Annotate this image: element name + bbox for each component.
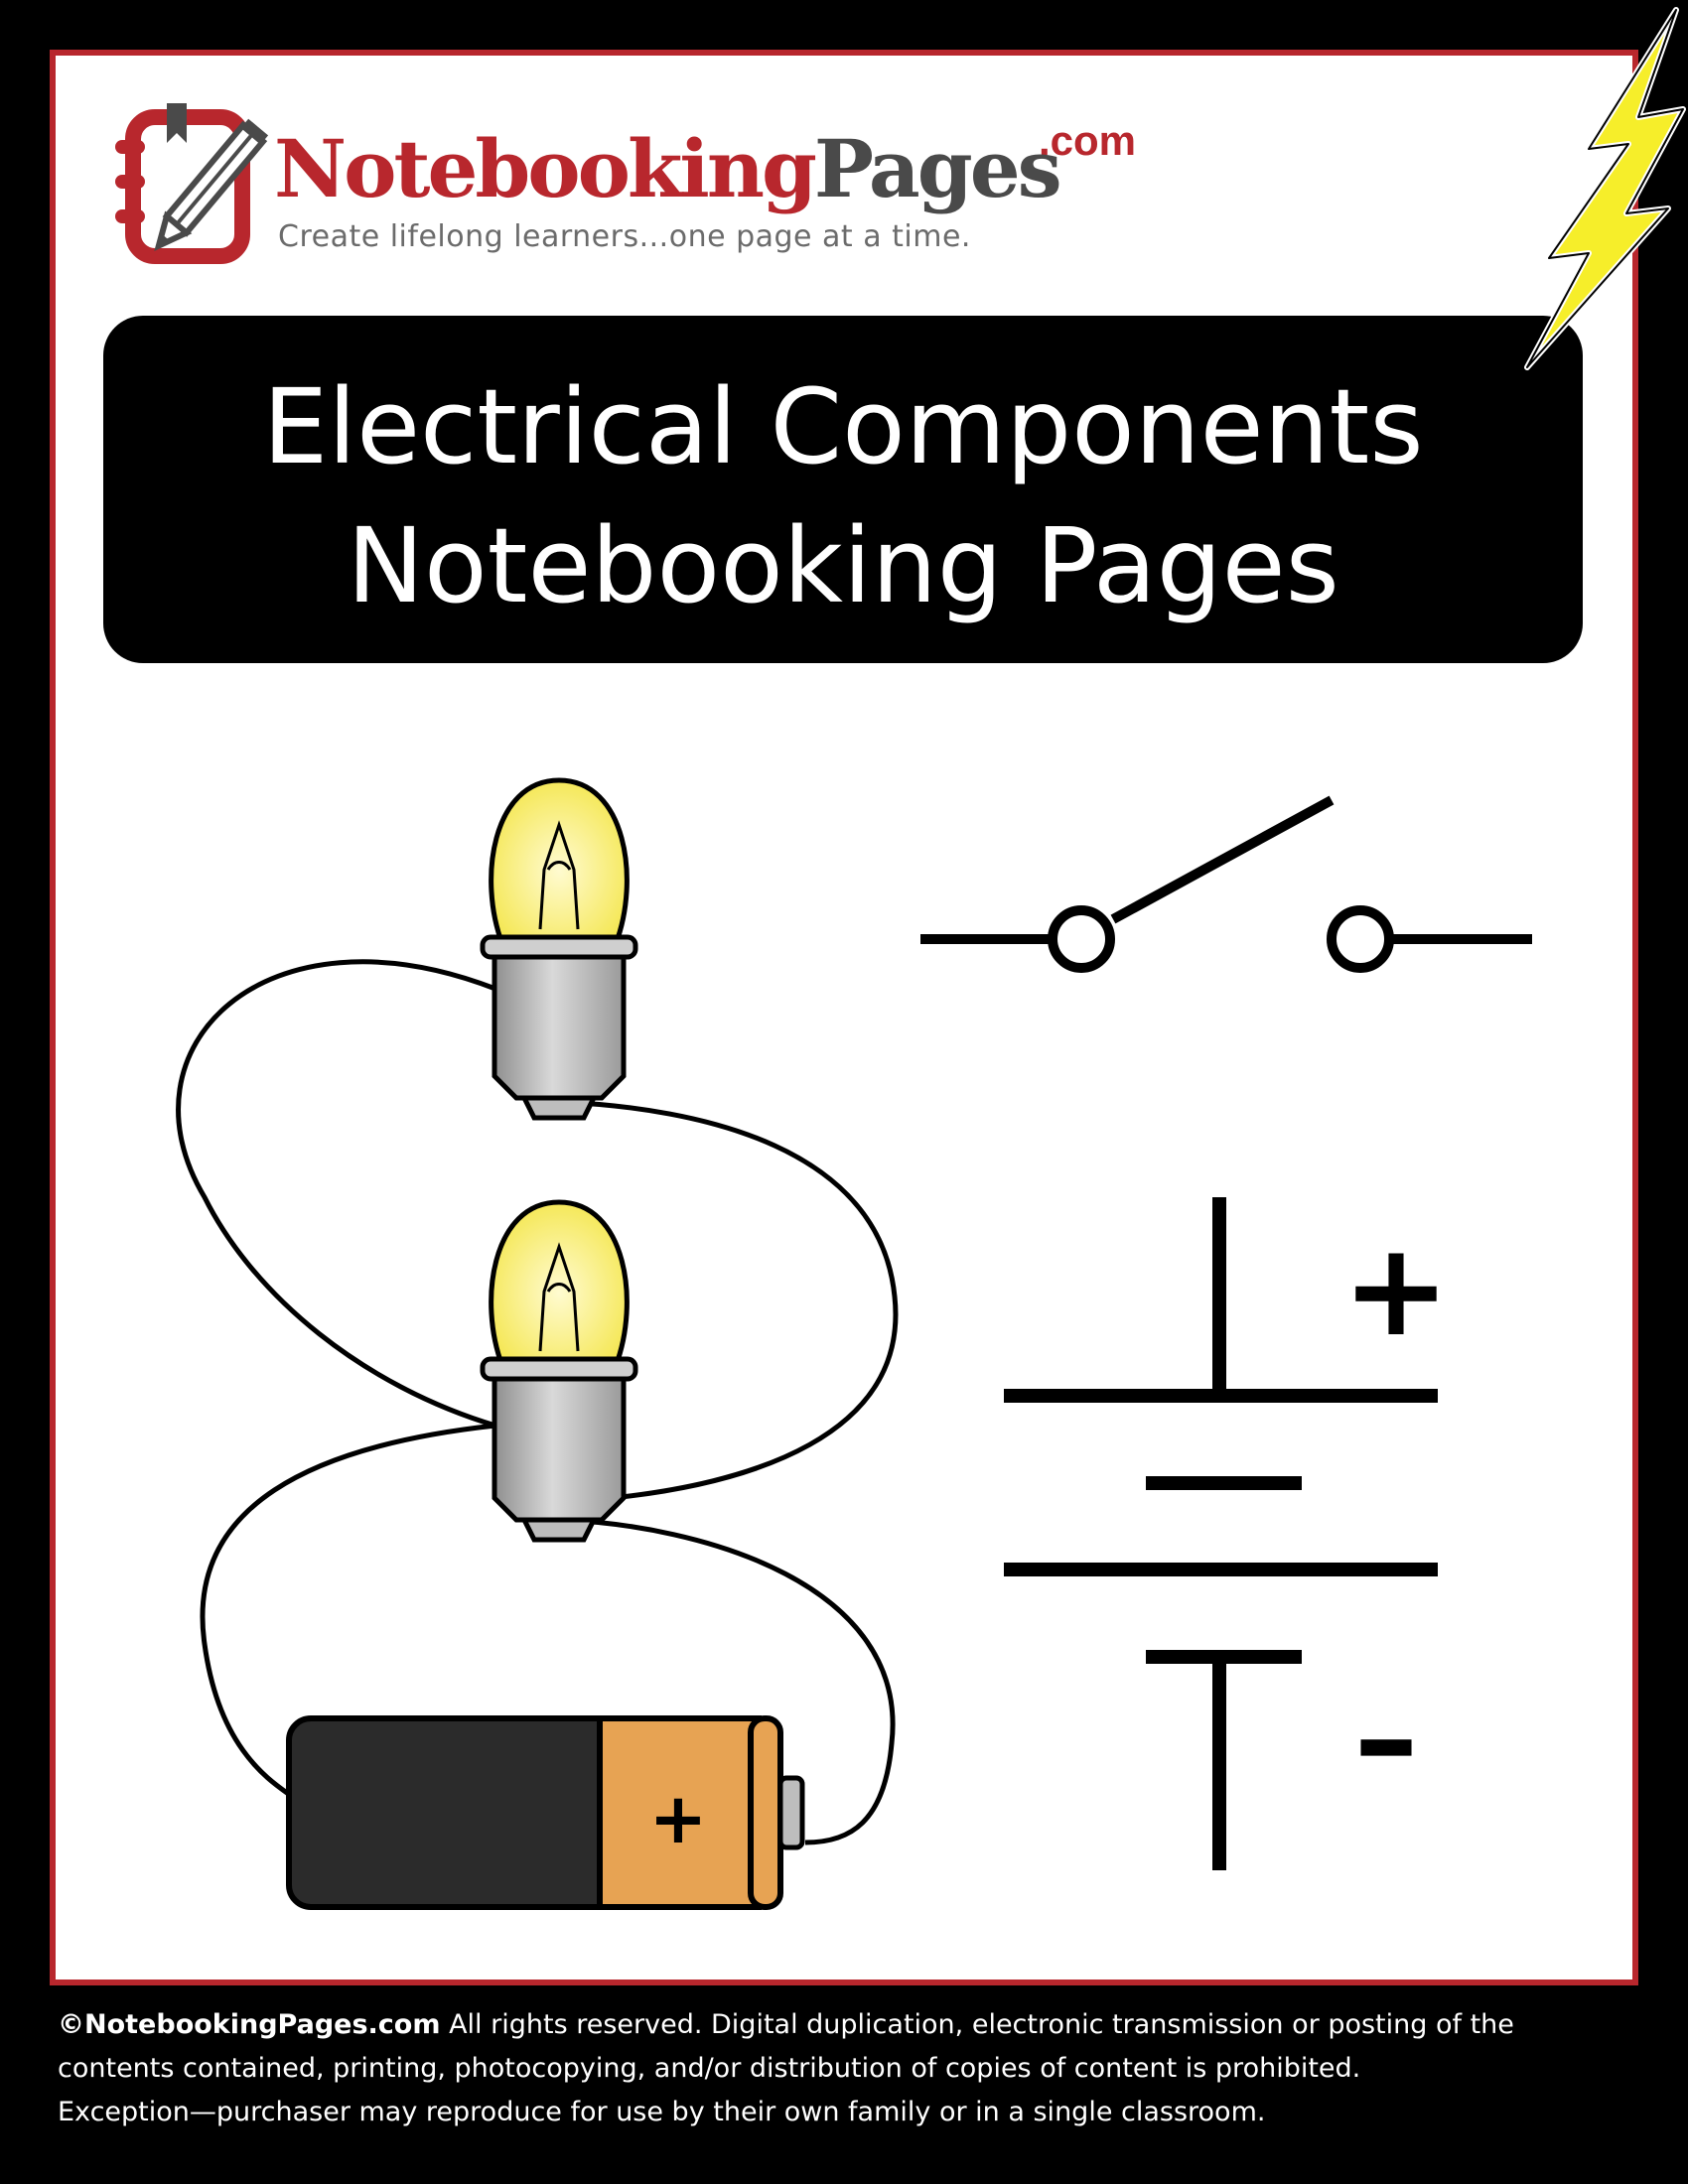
footer-line-1-text: All rights reserved. Digital duplication…	[440, 2009, 1514, 2040]
title-banner: Electrical Components Notebooking Pages	[103, 316, 1583, 663]
light-bulb-icon	[480, 1199, 638, 1543]
footer-line-2: contents contained, printing, photocopyi…	[58, 2053, 1361, 2084]
lightning-bolt-icon	[1524, 7, 1686, 370]
brand-wordmark: .com NotebookingPages Create lifelong le…	[274, 117, 1148, 254]
brand-tagline: Create lifelong learners...one page at a…	[278, 219, 971, 254]
switch-symbol-icon	[920, 795, 1532, 973]
footer-line-3: Exception—purchaser may reproduce for us…	[58, 2097, 1266, 2127]
brand-name-part2: Pages	[813, 122, 1062, 215]
battery-minus-label: –	[1354, 1663, 1419, 1814]
battery-cell-icon: +	[286, 1715, 805, 1910]
title-line-1: Electrical Components	[262, 366, 1424, 487]
light-bulb-icon	[480, 777, 638, 1121]
circuit-wires	[176, 959, 899, 1845]
page-frame: .com NotebookingPages Create lifelong le…	[50, 50, 1638, 1985]
footer-brand: ©NotebookingPages.com	[58, 2009, 441, 2040]
battery-symbol-icon	[1004, 1197, 1438, 1870]
title-line-2: Notebooking Pages	[347, 505, 1339, 626]
notebook-pencil-logo-icon	[115, 103, 269, 264]
brand-name: NotebookingPages	[274, 129, 1062, 208]
battery-plus-label: +	[1342, 1214, 1451, 1365]
copyright-footer: ©NotebookingPages.com All rights reserve…	[58, 2003, 1646, 2134]
brand-name-part1: Notebooking	[274, 122, 817, 215]
cell-plus-label: +	[649, 1778, 708, 1859]
footer-line-1: ©NotebookingPages.com All rights reserve…	[58, 2003, 1646, 2047]
circuit-illustration: + + –	[176, 777, 1532, 1910]
brand-dotcom: .com	[1038, 117, 1136, 164]
